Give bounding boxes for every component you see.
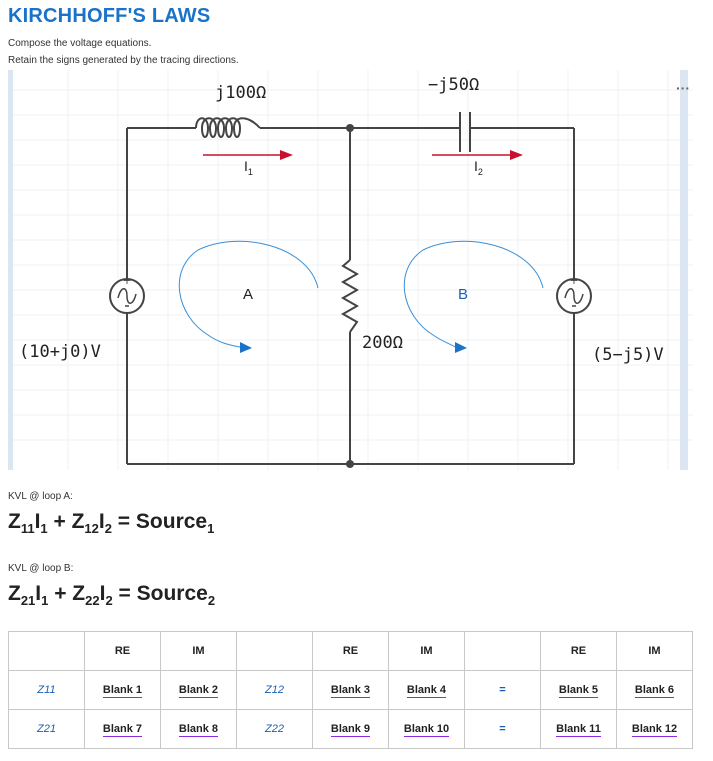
page-title: KIRCHHOFF'S LAWS	[8, 5, 211, 27]
blank-field-2[interactable]: Blank 2	[160, 670, 237, 710]
ac-source-left-icon: +	[109, 274, 145, 314]
resistor-symbol	[340, 259, 360, 333]
loop-a-label: A	[243, 286, 254, 303]
capacitor-label: −j50Ω	[428, 75, 480, 95]
more-icon[interactable]: ···	[676, 80, 690, 96]
inductor-label: j100Ω	[215, 83, 267, 103]
source-right-label: (5−j5)V	[592, 345, 664, 365]
row-label-z11: Z11	[8, 670, 85, 710]
ac-source-right-icon: +	[556, 274, 592, 314]
circuit-wires	[126, 127, 575, 465]
blank-field-4[interactable]: Blank 4	[388, 670, 465, 710]
blank-field-7[interactable]: Blank 7	[84, 709, 161, 749]
current-2-label: I2	[474, 158, 483, 177]
blank-field-12[interactable]: Blank 12	[616, 709, 693, 749]
row-label-z12: Z12	[236, 670, 313, 710]
blank-field-10[interactable]: Blank 10	[388, 709, 465, 749]
header-cell	[8, 631, 85, 671]
blank-field-6[interactable]: Blank 6	[616, 670, 693, 710]
source-left-label: (10+j0)V	[19, 342, 101, 362]
equals-sign: =	[464, 670, 541, 710]
header-cell: RE	[312, 631, 389, 671]
svg-text:+: +	[122, 274, 131, 287]
instruction-text-2: Retain the signs generated by the tracin…	[8, 55, 239, 66]
header-cell: IM	[160, 631, 237, 671]
loop-b-label: B	[458, 286, 469, 303]
junction-bottom	[346, 460, 354, 468]
blank-field-11[interactable]: Blank 11	[540, 709, 617, 749]
kvl-equation-a: Z11I1 + Z12I2 = Source1	[8, 510, 215, 537]
row-label-z22: Z22	[236, 709, 313, 749]
resistor-label: 200Ω	[362, 333, 403, 353]
header-cell: IM	[388, 631, 465, 671]
inductor-symbol	[195, 117, 261, 138]
table-header-row: RE IM RE IM RE IM	[8, 631, 693, 671]
header-cell	[464, 631, 541, 671]
junction-top	[346, 124, 354, 132]
capacitor-symbol	[459, 112, 471, 152]
answer-table: RE IM RE IM RE IM Z11 Blank 1 Blank 2 Z1…	[8, 631, 693, 749]
row-label-z21: Z21	[8, 709, 85, 749]
svg-text:+: +	[569, 274, 578, 287]
current-arrow-1	[203, 150, 293, 160]
equals-sign: =	[464, 709, 541, 749]
header-cell: RE	[540, 631, 617, 671]
blank-field-3[interactable]: Blank 3	[312, 670, 389, 710]
loop-a-arrow	[178, 240, 319, 353]
table-row: Z21 Blank 7 Blank 8 Z22 Blank 9 Blank 10…	[8, 709, 693, 749]
header-cell	[236, 631, 313, 671]
blank-field-5[interactable]: Blank 5	[540, 670, 617, 710]
header-cell: IM	[616, 631, 693, 671]
header-cell: RE	[84, 631, 161, 671]
left-edge-bar	[8, 70, 13, 470]
current-arrow-2	[432, 150, 523, 160]
kvl-loop-a-label: KVL @ loop A:	[8, 491, 73, 502]
loop-b-arrow	[403, 240, 544, 353]
kvl-loop-b-label: KVL @ loop B:	[8, 563, 74, 574]
blank-field-8[interactable]: Blank 8	[160, 709, 237, 749]
right-edge-bar	[680, 70, 688, 470]
blank-field-1[interactable]: Blank 1	[84, 670, 161, 710]
instruction-text-1: Compose the voltage equations.	[8, 38, 152, 49]
table-row: Z11 Blank 1 Blank 2 Z12 Blank 3 Blank 4 …	[8, 670, 693, 710]
circuit-diagram: + + j100Ω −j50Ω 200Ω (	[8, 70, 693, 470]
blank-field-9[interactable]: Blank 9	[312, 709, 389, 749]
kvl-equation-b: Z21I1 + Z22I2 = Source2	[8, 582, 216, 609]
current-1-label: I1	[244, 158, 253, 177]
